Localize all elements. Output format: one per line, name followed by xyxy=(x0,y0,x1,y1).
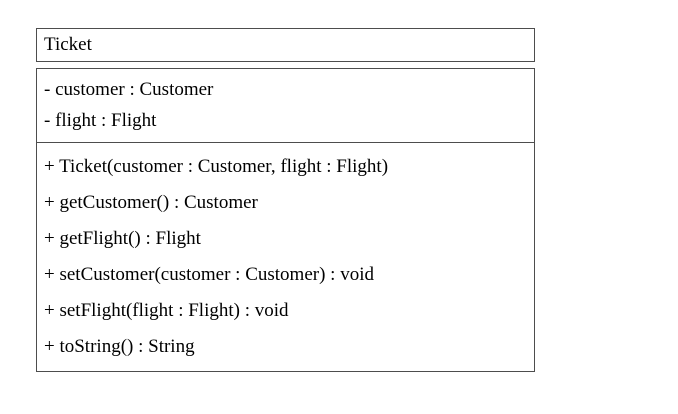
attribute-row: - customer : Customer xyxy=(44,79,214,100)
attribute-row: - flight : Flight xyxy=(44,110,157,131)
class-body: - customer : Customer - flight : Flight … xyxy=(36,68,535,372)
method-row: + setCustomer(customer : Customer) : voi… xyxy=(44,264,374,285)
method-row: + Ticket(customer : Customer, flight : F… xyxy=(44,156,389,177)
methods-compartment: + Ticket(customer : Customer, flight : F… xyxy=(37,143,534,371)
method-row: + getCustomer() : Customer xyxy=(44,192,258,213)
method-row: + setFlight(flight : Flight) : void xyxy=(44,300,289,321)
uml-class-diagram: Ticket - customer : Customer - flight : … xyxy=(36,28,535,372)
attributes-compartment: - customer : Customer - flight : Flight xyxy=(37,69,534,143)
class-name: Ticket xyxy=(44,34,92,55)
method-row: + toString() : String xyxy=(44,336,195,357)
class-name-compartment: Ticket xyxy=(36,28,535,62)
method-row: + getFlight() : Flight xyxy=(44,228,201,249)
